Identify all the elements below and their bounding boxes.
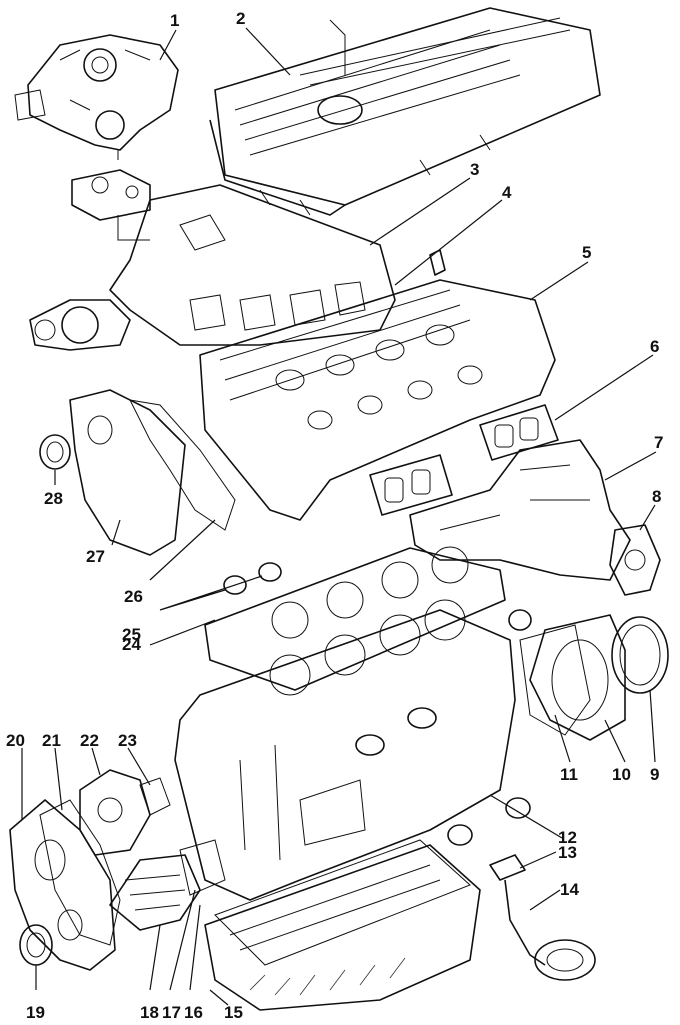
callout-27: 27	[86, 547, 105, 566]
callout-7: 7	[654, 433, 663, 452]
part-20-timing-cover	[9, 799, 116, 971]
callout-24: 24	[122, 635, 141, 654]
part-6-exhaust-gaskets	[369, 404, 559, 516]
callout-25: 25	[122, 625, 141, 644]
part-7-exhaust-manifold	[409, 439, 631, 581]
part-27-front-cover	[69, 389, 186, 556]
callout-15: 15	[224, 1003, 243, 1022]
callout-11: 11	[560, 765, 578, 784]
part-10-seal-carrier	[529, 614, 626, 741]
callout-16: 16	[184, 1003, 203, 1022]
callout-5: 5	[582, 243, 591, 262]
callout-19: 19	[26, 1003, 45, 1022]
callout-20: 20	[6, 731, 25, 750]
part-1-throttle-body	[14, 34, 179, 151]
part-13-pickup-gasket	[489, 854, 526, 881]
callout-13: 13	[558, 843, 577, 862]
part-15-oil-pan	[204, 844, 481, 1011]
part-25-plugs	[223, 562, 282, 595]
part-18-water-pump	[109, 854, 201, 931]
callout-10: 10	[612, 765, 631, 784]
part-22-housing	[79, 769, 151, 856]
part-8-flange-gasket	[609, 524, 661, 596]
part-engine-block	[174, 599, 516, 901]
part-26-cover-gasket	[129, 399, 236, 531]
callout-14: 14	[560, 880, 579, 899]
part-17-pump-gasket	[179, 839, 226, 896]
part-spacer-block	[71, 150, 151, 241]
leader-lines	[21, 27, 657, 1006]
callout-12: 12	[558, 828, 577, 847]
part-14-oil-pickup	[504, 879, 596, 981]
callout-18: 18	[140, 1003, 159, 1022]
callout-6: 6	[650, 337, 659, 356]
callout-22: 22	[80, 731, 99, 750]
part-19-seal	[19, 924, 53, 966]
callout-4: 4	[502, 183, 512, 202]
part-24-head-gasket	[204, 546, 506, 691]
callout-21: 21	[42, 731, 61, 750]
part-core-plug-lower	[447, 824, 473, 846]
part-plug-right	[508, 609, 532, 631]
part-23-gasket	[139, 777, 171, 816]
callout-3: 3	[470, 160, 479, 179]
part-5-cylinder-head	[199, 249, 556, 521]
callout-8: 8	[652, 487, 661, 506]
callout-9: 9	[650, 765, 659, 784]
callout-26: 26	[124, 587, 143, 606]
callout-2: 2	[236, 9, 245, 28]
callout-1: 1	[170, 11, 179, 30]
callout-28: 28	[44, 489, 63, 508]
callout-labels: 1 2 3 4 5 6 7 8 9 10 11 12 13 14 15 16 1…	[6, 9, 663, 1022]
part-21-timing-gasket	[39, 799, 121, 946]
part-2-valve-cover	[209, 7, 601, 216]
part-12-core-plug	[505, 797, 531, 819]
part-11-carrier-gasket	[519, 624, 591, 736]
part-28-seal	[39, 434, 71, 470]
callout-17: 17	[162, 1003, 181, 1022]
part-9-rear-seal	[611, 616, 669, 694]
part-3-intake-manifold	[29, 184, 396, 351]
callout-23: 23	[118, 731, 137, 750]
part-16-pan-gasket	[214, 839, 471, 966]
